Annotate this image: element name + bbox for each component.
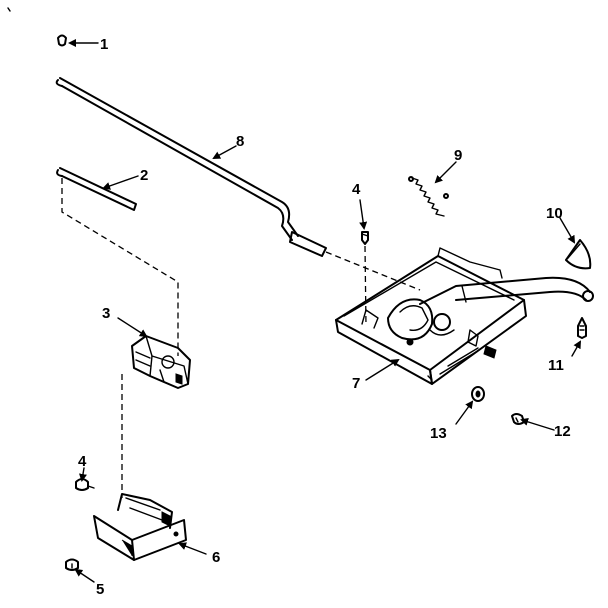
assembly-dashed-lines-left (61, 178, 179, 498)
callout-2: 2 (140, 167, 148, 184)
part-4-screw-left (75, 478, 95, 491)
callout-12: 12 (554, 423, 571, 440)
part-6-bracket (93, 493, 187, 561)
callout-13: 13 (430, 425, 447, 442)
callout-6: 6 (212, 549, 220, 566)
callout-3: 3 (102, 305, 110, 322)
callout-10: 10 (546, 205, 563, 222)
part-7-base-tray (335, 247, 594, 385)
part-8-rod (55, 77, 327, 257)
callout-1: 1 (100, 36, 108, 53)
leader-lines (68, 39, 581, 583)
callout-5: 5 (96, 581, 104, 598)
callout-8: 8 (236, 133, 244, 150)
part-1-clip (57, 34, 67, 47)
part-4-screw-right (361, 231, 369, 245)
part-9-spring (408, 176, 449, 217)
part-12-screw (511, 413, 525, 425)
callout-7: 7 (352, 375, 360, 392)
part-13-nut (471, 386, 485, 402)
corner-mark (7, 7, 11, 12)
callout-4-right: 4 (352, 181, 361, 198)
part-2-bar (56, 167, 137, 211)
callout-9: 9 (454, 147, 462, 164)
part-5-screw (65, 558, 79, 571)
assembly-dashed-lines-right (325, 245, 421, 327)
part-11-screw (577, 317, 587, 339)
callout-4-left: 4 (78, 453, 87, 470)
callout-11: 11 (548, 357, 564, 374)
part-3-solenoid (131, 335, 191, 389)
part-10-knob (565, 239, 592, 270)
